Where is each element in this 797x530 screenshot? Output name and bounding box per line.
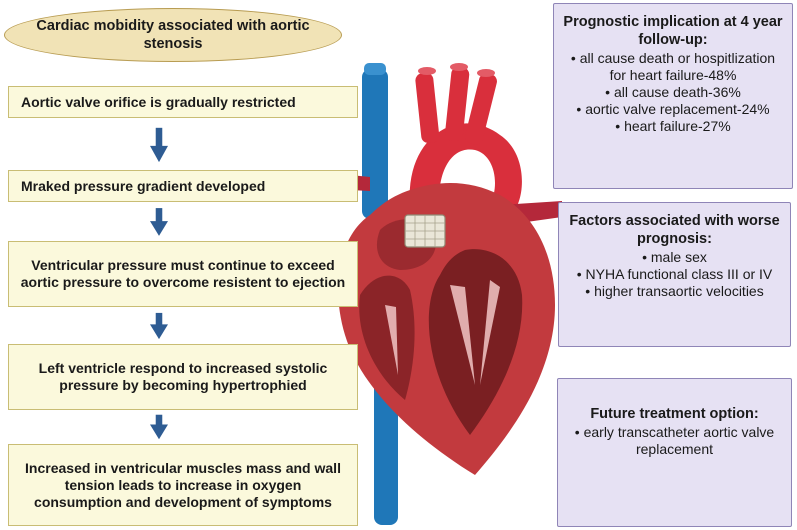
chordae-icon — [385, 280, 500, 385]
left-ventricle-icon — [428, 249, 523, 435]
list-item: • early transcatheter aortic valve repla… — [574, 424, 775, 457]
factors-list: • male sex • NYHA functional class III o… — [567, 249, 782, 300]
flow-step-2: Mraked pressure gradient developed — [8, 170, 358, 202]
future-panel: Future treatment option: • early transca… — [557, 378, 792, 527]
list-item: • NYHA functional class III or IV — [576, 266, 773, 282]
down-arrow-icon — [150, 127, 168, 163]
down-arrow-icon — [150, 312, 168, 340]
flow-step-1: Aortic valve orifice is gradually restri… — [8, 86, 358, 118]
future-list: • early transcatheter aortic valve repla… — [566, 424, 783, 458]
valve-stent-icon — [404, 214, 446, 248]
prognosis-panel: Prognostic implication at 4 year follow-… — [553, 3, 793, 189]
future-panel-title: Future treatment option: — [590, 406, 759, 422]
factors-panel-title: Factors associated with worse prognosis: — [569, 213, 780, 247]
list-item: • heart failure-27% — [615, 118, 731, 134]
prognosis-list: • all cause death or hospitlization for … — [562, 50, 784, 135]
list-item: • higher transaortic velocities — [585, 283, 764, 299]
down-arrow-icon — [150, 208, 168, 236]
list-item: • all cause death or hospitlization for … — [570, 50, 776, 83]
list-item: • male sex — [642, 249, 707, 265]
flow-step-4: Left ventricle respond to increased syst… — [8, 344, 358, 410]
prognosis-panel-title: Prognostic implication at 4 year follow-… — [563, 14, 783, 48]
factors-panel: Factors associated with worse prognosis:… — [558, 202, 791, 347]
list-item: • all cause death-36% — [605, 84, 741, 100]
flow-step-5: Increased in ventricular muscles mass an… — [8, 444, 358, 526]
down-arrow-icon — [150, 414, 168, 440]
list-item: • aortic valve replacement-24% — [576, 101, 770, 117]
flow-step-3: Ventricular pressure must continue to ex… — [8, 241, 358, 307]
flow-title: Cardiac mobidity associated with aortic … — [4, 8, 342, 62]
right-ventricle-icon — [359, 275, 415, 400]
heart-illustration — [330, 63, 562, 525]
